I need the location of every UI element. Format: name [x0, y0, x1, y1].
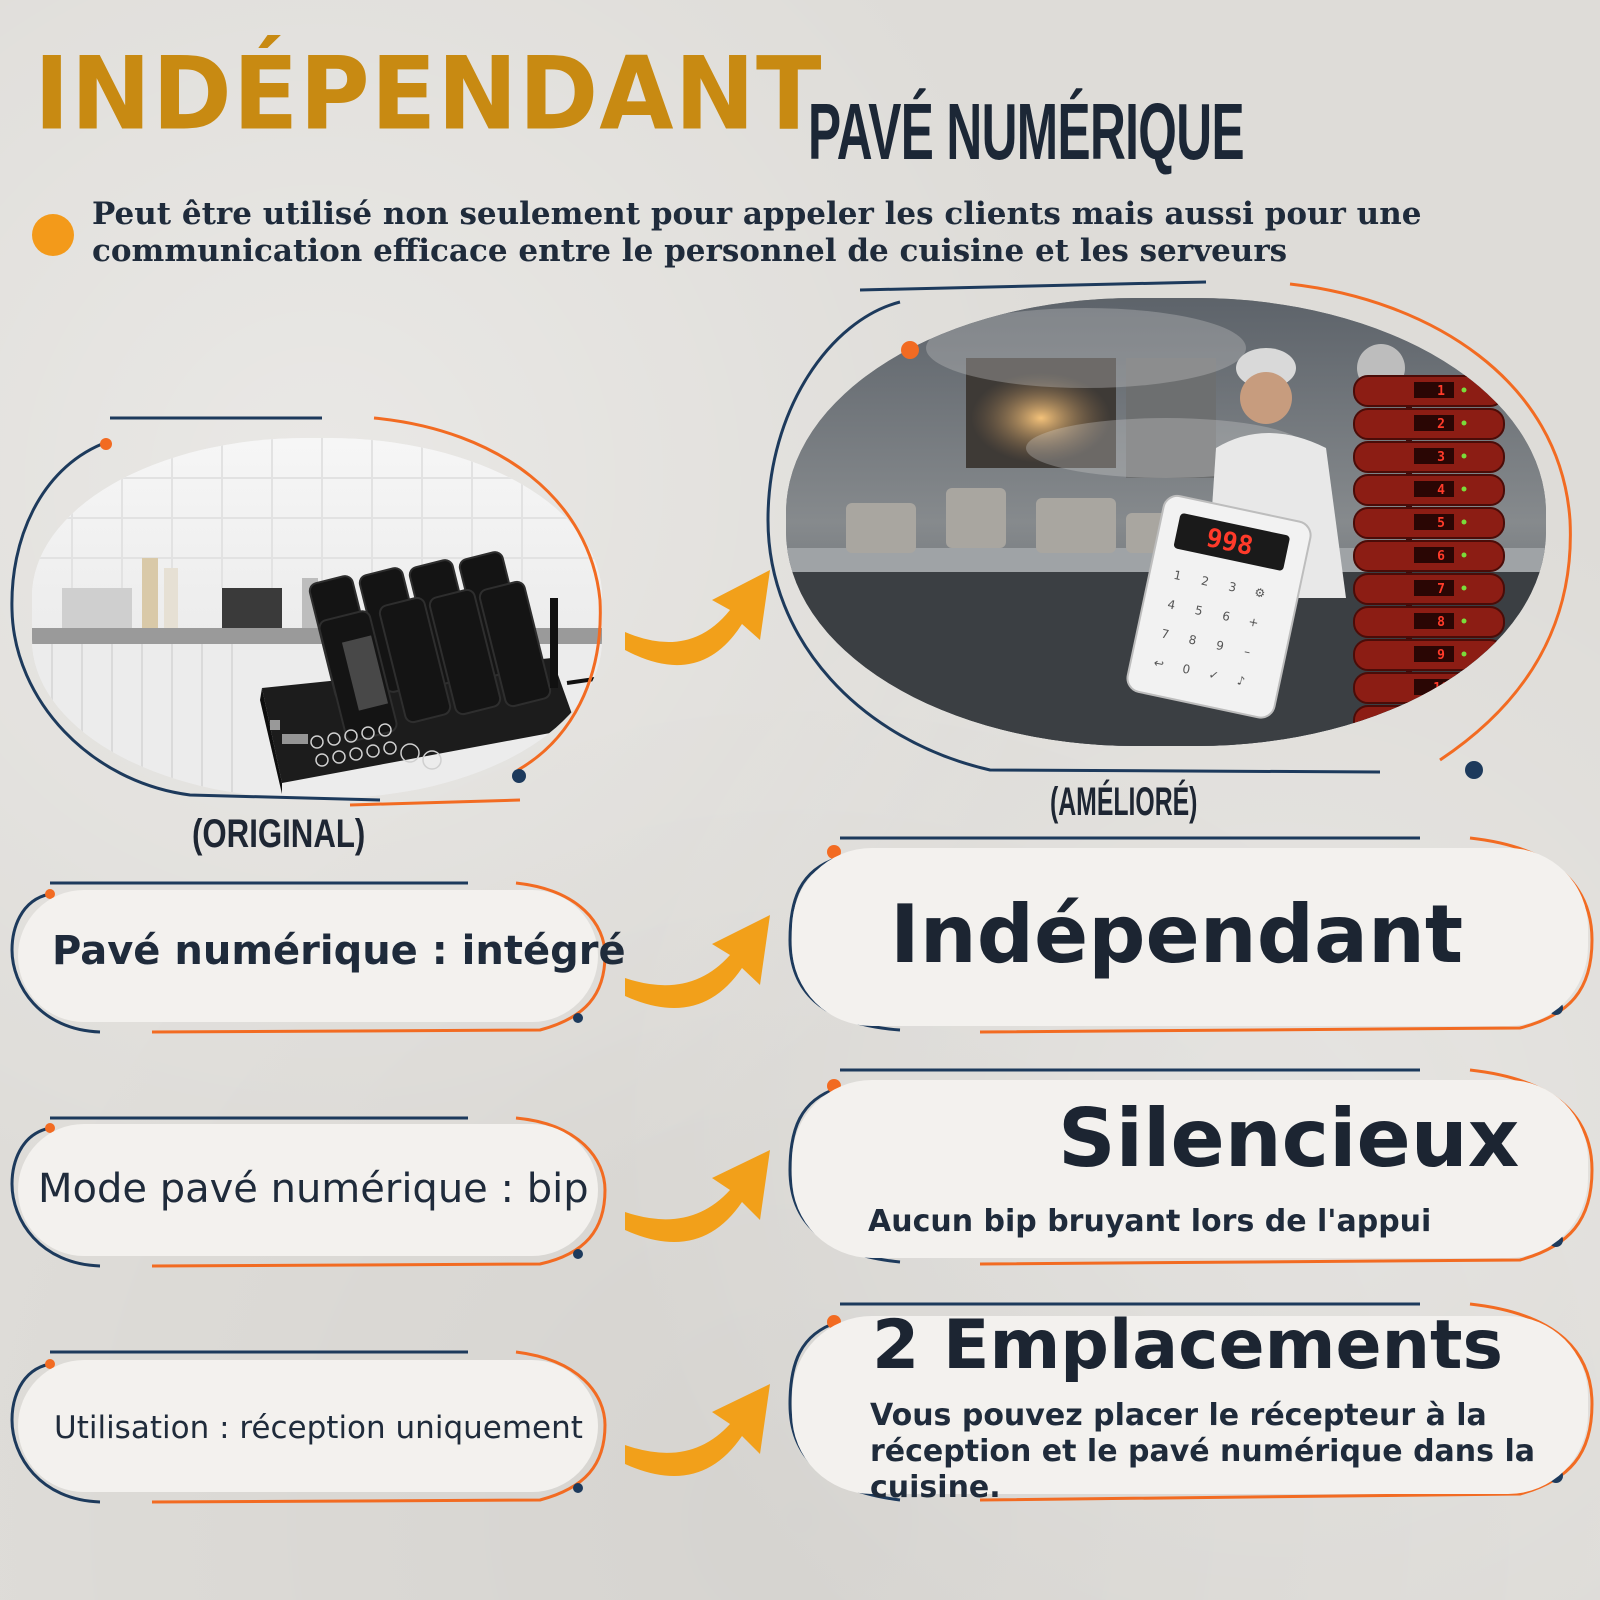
svg-text:2: 2: [1200, 574, 1210, 589]
svg-text:9: 9: [1215, 638, 1225, 653]
improved-feature-emplacements-description: Vous pouvez placer le récepteur à la réc…: [870, 1398, 1535, 1505]
caption-original: (ORIGINAL): [192, 812, 366, 856]
original-feature-pill: [18, 1124, 598, 1256]
original-feature-usage: Utilisation : réception uniquement: [54, 1410, 583, 1446]
arrow-right-icon: [625, 1384, 770, 1477]
page-title: INDÉPENDANT: [34, 35, 823, 153]
left-pill-frames: [10, 881, 607, 1504]
arrow-right-icon: [625, 570, 770, 666]
svg-text:8: 8: [1187, 632, 1197, 647]
pager-number: 9: [1437, 648, 1445, 663]
pager-number: 6: [1437, 549, 1445, 564]
svg-text:7: 7: [1160, 626, 1170, 641]
pager-number: 4: [1437, 483, 1445, 498]
pager-number: 7: [1437, 582, 1445, 597]
arrow-icons: [625, 570, 770, 1477]
pager-number: 2: [1437, 417, 1445, 432]
arrow-right-icon: [625, 1150, 770, 1243]
pager-number: 1: [1437, 384, 1445, 399]
bullet-dot-icon: [32, 214, 74, 256]
svg-text:+: +: [1247, 614, 1260, 630]
improved-feature-pill: [792, 848, 1588, 1026]
improved-feature-silencieux-title: Silencieux: [1058, 1092, 1520, 1185]
svg-text:1: 1: [1172, 568, 1182, 583]
page-subtitle: PAVÉ NUMÉRIQUE: [808, 87, 1245, 176]
original-feature-pill: [18, 1360, 598, 1492]
pager-number: 5: [1437, 516, 1445, 531]
svg-text:5: 5: [1194, 603, 1204, 618]
improved-feature-emplacements-title: 2 Emplacements: [872, 1306, 1503, 1385]
svg-text:✓: ✓: [1207, 667, 1220, 683]
svg-text:♪: ♪: [1236, 673, 1246, 688]
svg-text:–: –: [1243, 644, 1252, 659]
svg-text:↩: ↩: [1153, 656, 1166, 672]
pager-number: 8: [1437, 615, 1445, 630]
original-feature-keypad: Pavé numérique : intégré: [52, 928, 626, 974]
svg-text:3: 3: [1227, 579, 1237, 594]
improved-feature-independant-title: Indépendant: [890, 888, 1464, 981]
improved-feature-silencieux-description: Aucun bip bruyant lors de l'appui: [868, 1204, 1432, 1239]
svg-text:6: 6: [1221, 609, 1231, 624]
caption-ameliore: (AMÉLIORÉ): [1050, 780, 1198, 824]
original-feature-mode: Mode pavé numérique : bip: [38, 1166, 589, 1212]
svg-text:4: 4: [1166, 597, 1176, 612]
svg-text:0: 0: [1181, 662, 1191, 677]
improved-feature-pill: [792, 1316, 1588, 1494]
improved-feature-pill: [792, 1080, 1588, 1258]
arrow-right-icon: [625, 915, 770, 1009]
original-feature-pill: [18, 890, 598, 1022]
svg-text:⚙: ⚙: [1253, 585, 1266, 601]
intro-text: Peut être utilisé non seulement pour app…: [92, 196, 1422, 269]
pager-number: 3: [1437, 450, 1445, 465]
